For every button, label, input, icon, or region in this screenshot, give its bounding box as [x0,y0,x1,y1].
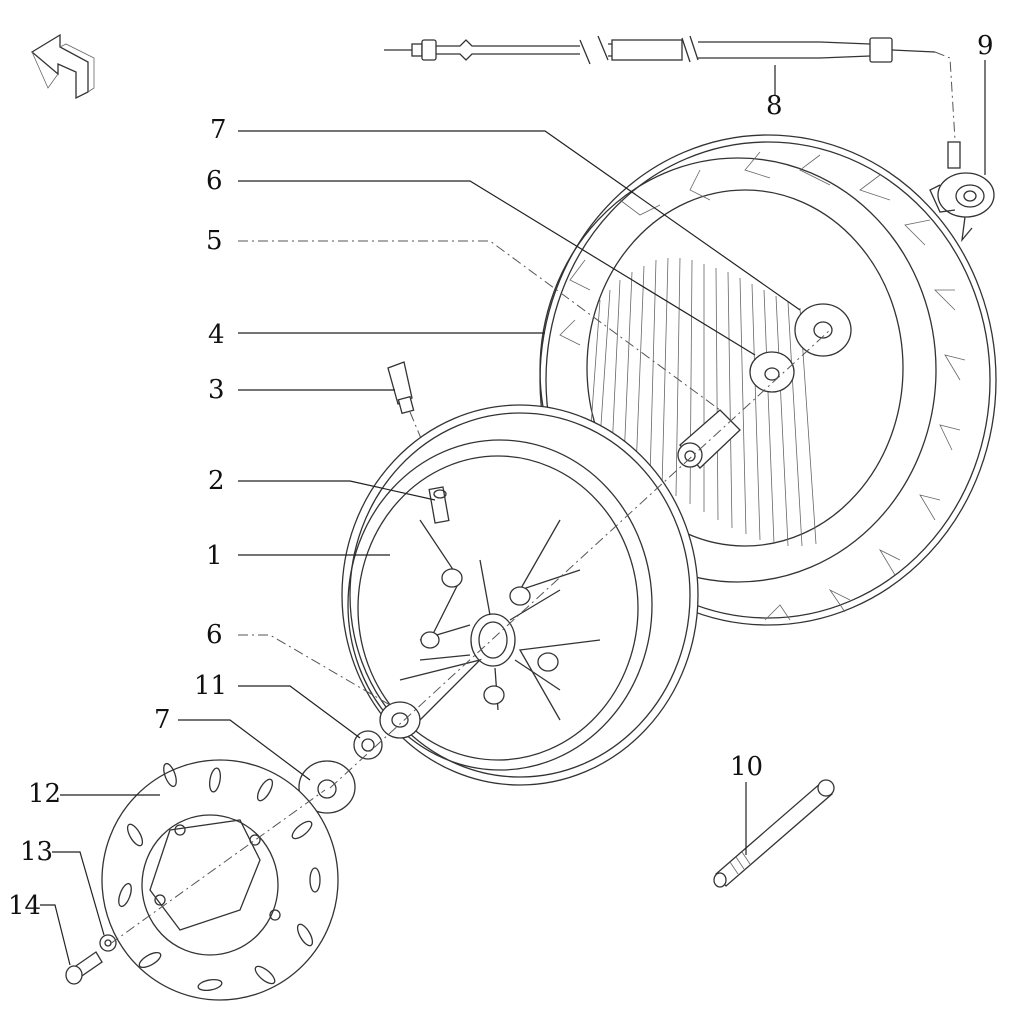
callout-label-9: 9 [977,31,994,61]
washer-and-bolt [65,934,117,985]
callout-label-7-top: 7 [210,115,227,145]
callout-label-11: 11 [194,671,228,701]
valve-nipple [428,486,450,524]
callout-label-7-bottom: 7 [154,705,171,735]
callout-label-10: 10 [730,752,764,782]
speedometer-cable [384,35,936,65]
brake-disc [101,759,339,1001]
callout-label-14: 14 [8,891,42,921]
callout-leader-lines [40,60,986,966]
callout-label-3: 3 [208,375,225,405]
callout-label-5: 5 [206,226,223,256]
callout-label-6-bottom: 6 [206,620,223,650]
callout-label-12: 12 [28,779,62,809]
wheel-axle [713,779,835,888]
tyre-valve [387,361,431,461]
callout-label-4: 4 [208,320,225,350]
callout-label-1: 1 [206,541,223,571]
callout-label-13: 13 [20,837,54,867]
callout-label-6-top: 6 [206,166,223,196]
callout-label-8: 8 [766,91,783,121]
front-direction-arrow-icon [30,33,95,100]
speedometer-drive [929,51,995,243]
assembly-centerlines [109,329,831,945]
callout-label-2: 2 [208,466,225,496]
lower-bearings-group [298,701,421,814]
